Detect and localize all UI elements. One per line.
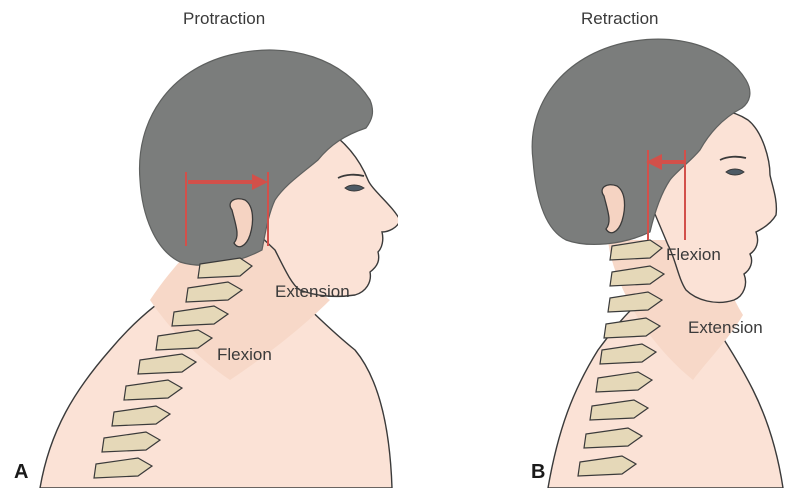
panel-a-extension-label: Extension [275,282,350,302]
panel-protraction: Protraction Extension Flexion A [0,0,398,488]
eye-icon [345,185,364,191]
protraction-illustration [0,0,398,488]
panel-retraction: Retraction Flexion Extension B [398,0,796,488]
eye-icon [726,169,744,175]
panel-a-letter: A [14,461,28,484]
panel-b-extension-label: Extension [688,318,763,338]
panel-a-flexion-label: Flexion [217,345,272,365]
panel-b-letter: B [531,461,545,484]
retraction-illustration [398,0,796,488]
panel-b-flexion-label: Flexion [666,245,721,265]
panel-b-title: Retraction [581,9,658,29]
panel-a-title: Protraction [183,9,265,29]
